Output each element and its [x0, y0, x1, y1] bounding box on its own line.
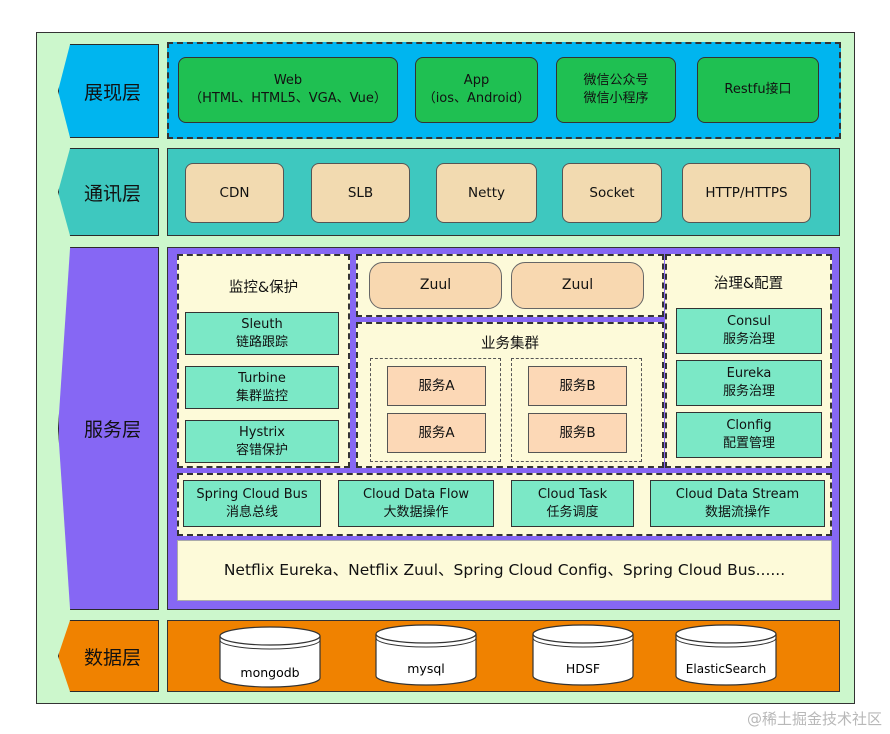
box-line1: Clonfig	[726, 418, 772, 434]
service-b-group	[511, 358, 642, 462]
box-line1: Restfu接口	[724, 82, 792, 98]
sleuth-box: Sleuth 链路跟踪	[185, 312, 339, 355]
store-label: ElasticSearch	[686, 662, 766, 676]
store-label: HDSF	[566, 661, 600, 676]
box-text: 服务A	[418, 424, 455, 441]
service-a-box: 服务A	[387, 413, 486, 453]
restful-api-box: Restfu接口	[697, 57, 819, 123]
cdn-box: CDN	[185, 163, 284, 223]
box-line1: Cloud Data Flow	[362, 486, 470, 502]
cloud-data-stream-box: Cloud Data Stream 数据流操作	[650, 480, 825, 527]
box-line1: Hystrix	[239, 424, 285, 440]
http-https-box: HTTP/HTTPS	[682, 163, 811, 223]
eureka-box: Eureka 服务治理	[676, 360, 822, 406]
store-label: mysql	[407, 661, 445, 676]
zuul-gateway-box: Zuul	[511, 262, 644, 309]
app-client-box: App （ios、Android）	[415, 57, 538, 123]
layer-label-text: 数据层	[83, 646, 141, 669]
elasticsearch-cylinder: ElasticSearch	[675, 624, 777, 686]
box-line2: （ios、Android）	[422, 91, 531, 106]
service-a-group	[370, 358, 501, 462]
monitor-group-title: 监控&保护	[228, 280, 299, 296]
layer-label-text: 服务层	[83, 419, 141, 441]
box-text: 服务B	[559, 424, 596, 441]
box-line2: 消息总线	[225, 504, 278, 520]
box-line2: 链路跟踪	[235, 334, 288, 350]
netflix-components-text: Netflix Eureka、Netflix Zuul、Spring Cloud…	[223, 561, 786, 580]
layer-label-presentation: 展现层	[58, 44, 159, 138]
zuul-gateway-box: Zuul	[369, 262, 502, 309]
store-label: mongodb	[240, 665, 299, 680]
spring-cloud-bus-box: Spring Cloud Bus 消息总线	[183, 480, 321, 527]
hystrix-box: Hystrix 容错保护	[185, 420, 339, 463]
box-line1: Spring Cloud Bus	[196, 486, 308, 502]
box-line2: 集群监控	[235, 388, 288, 404]
box-line2: 任务调度	[546, 504, 599, 520]
box-line2: 微信小程序	[583, 91, 649, 106]
cloud-data-flow-box: Cloud Data Flow 大数据操作	[338, 480, 494, 527]
service-a-box: 服务A	[387, 366, 486, 406]
layer-label-communication: 通讯层	[58, 148, 159, 236]
box-line2: 服务治理	[722, 332, 775, 347]
turbine-box: Turbine 集群监控	[185, 366, 339, 409]
box-line1: Sleuth	[241, 316, 283, 332]
mysql-cylinder: mysql	[375, 624, 477, 686]
consul-box: Consul 服务治理	[676, 308, 822, 354]
box-line2: 大数据操作	[383, 504, 449, 520]
box-text: SLB	[347, 184, 374, 201]
service-b-box: 服务B	[528, 366, 627, 406]
box-line2: 配置管理	[722, 436, 775, 451]
box-line1: Turbine	[238, 370, 286, 386]
box-text: Zuul	[561, 277, 594, 294]
layer-label-text: 展现层	[83, 81, 141, 104]
cloud-task-box: Cloud Task 任务调度	[511, 480, 634, 527]
box-text: 服务B	[559, 377, 596, 394]
box-line1: App	[463, 73, 490, 89]
box-text: CDN	[219, 184, 250, 201]
box-line1: 微信公众号	[583, 73, 649, 89]
socket-box: Socket	[562, 163, 662, 223]
hdsf-cylinder: HDSF	[532, 624, 634, 686]
box-line1: Consul	[727, 314, 771, 330]
box-line2: 服务治理	[722, 384, 775, 399]
box-text: 服务A	[418, 377, 455, 394]
box-line2: （HTML、HTML5、VGA、Vue）	[189, 91, 387, 106]
wechat-client-box: 微信公众号 微信小程序	[556, 57, 676, 123]
layer-label-text: 通讯层	[83, 182, 141, 205]
box-line1: Cloud Task	[537, 486, 608, 502]
box-text: HTTP/HTTPS	[705, 184, 788, 201]
box-line1: Eureka	[726, 366, 772, 382]
box-line2: 容错保护	[235, 442, 288, 458]
web-client-box: Web （HTML、HTML5、VGA、Vue）	[178, 57, 398, 123]
netty-box: Netty	[436, 163, 537, 223]
box-line1: Web	[273, 73, 303, 89]
business-cluster-title: 业务集群	[481, 336, 539, 352]
watermark: @稀土掘金技术社区	[746, 710, 882, 728]
governance-group-title: 治理&配置	[713, 276, 784, 292]
mongodb-cylinder: mongodb	[219, 626, 321, 688]
slb-box: SLB	[311, 163, 410, 223]
box-text: Netty	[468, 184, 505, 201]
layer-label-service: 服务层	[58, 247, 159, 610]
layer-label-data: 数据层	[58, 620, 159, 692]
netflix-components-bar: Netflix Eureka、Netflix Zuul、Spring Cloud…	[177, 540, 832, 601]
config-box: Clonfig 配置管理	[676, 412, 822, 458]
service-b-box: 服务B	[528, 413, 627, 453]
box-text: Zuul	[419, 277, 452, 294]
box-text: Socket	[589, 184, 635, 201]
box-line2: 数据流操作	[704, 504, 770, 520]
box-line1: Cloud Data Stream	[675, 486, 800, 502]
